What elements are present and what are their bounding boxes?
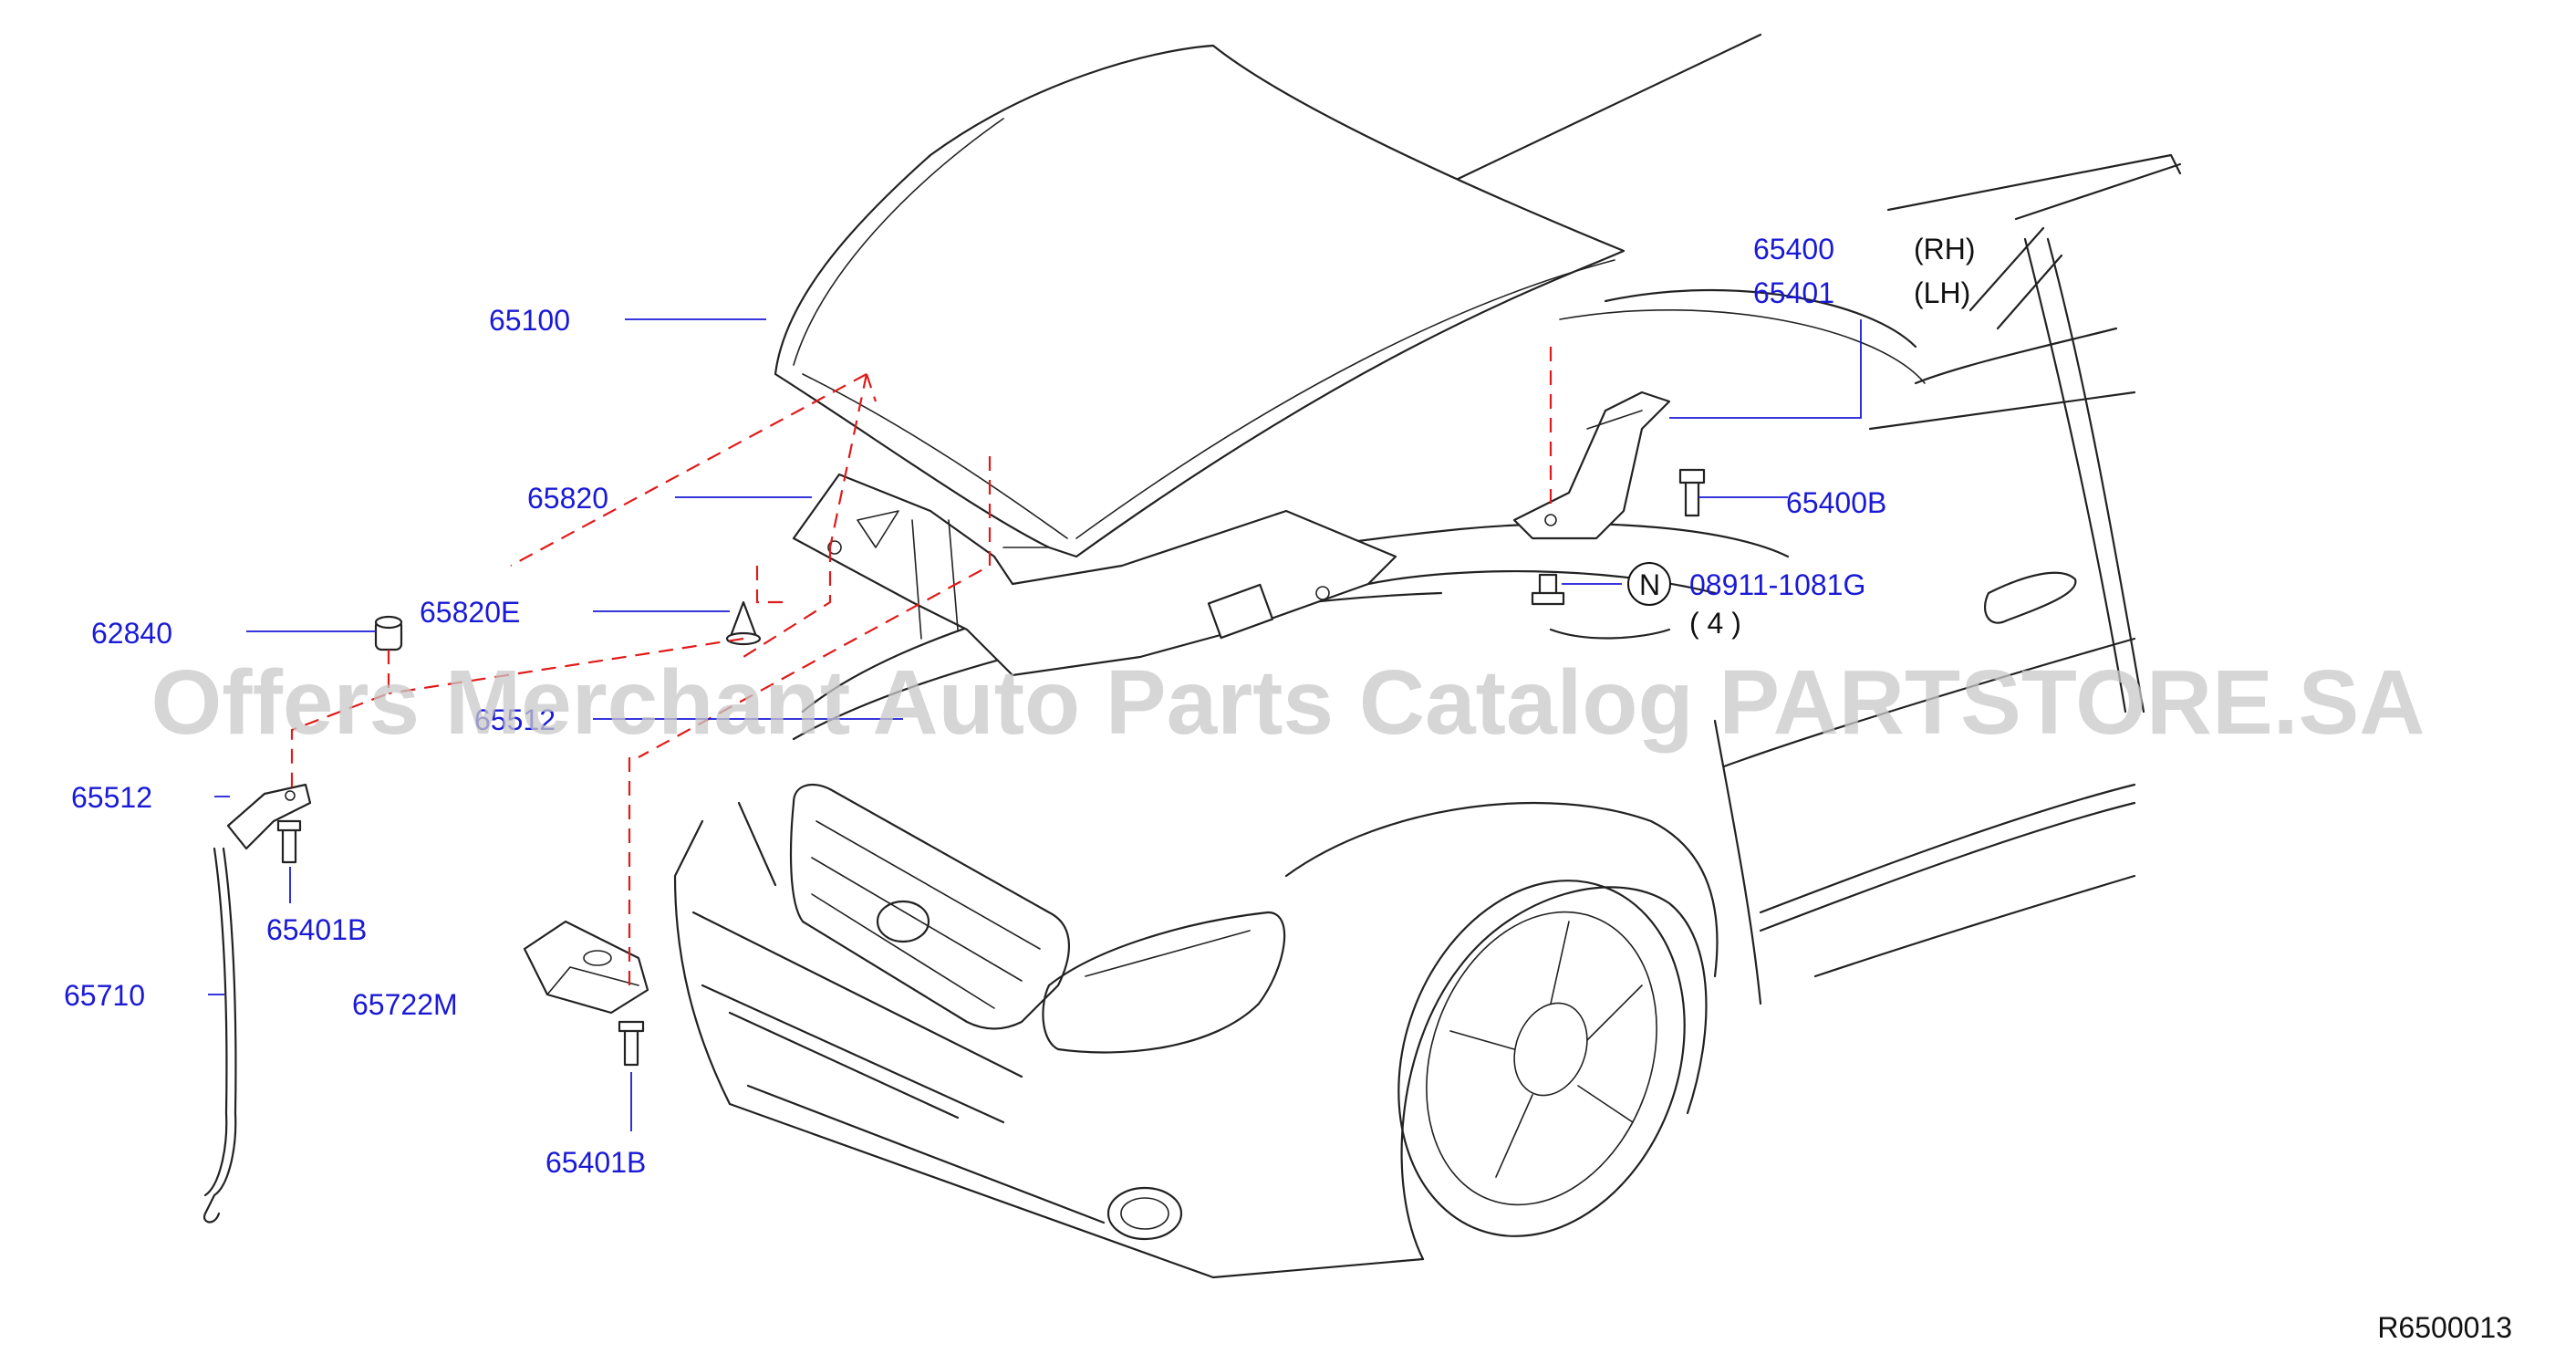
insulator-clip-65820E (725, 600, 762, 646)
label-65401[interactable]: 65401 (1753, 276, 1834, 309)
label-65512[interactable]: 65512 (71, 781, 152, 814)
bolt-65401B-lower (618, 1020, 645, 1067)
nut-08911-1081G (1531, 573, 1565, 606)
n-symbol: N (1639, 568, 1660, 601)
bolt-65401B-left (276, 819, 302, 864)
hood-hinge-65400 (1512, 391, 1671, 540)
label-65820E[interactable]: 65820E (420, 596, 520, 629)
label-65512-obscured[interactable]: 65512 (474, 703, 556, 736)
nut-leader-curve (1549, 628, 1671, 640)
bumper-rubber-62840 (374, 615, 403, 651)
label-65722M[interactable]: 65722M (352, 988, 458, 1021)
hood-striker-65722M (523, 920, 649, 1015)
label-65401B-lower[interactable]: 65401B (545, 1146, 646, 1179)
leader-lines (208, 318, 1862, 1131)
assembly-lines (290, 347, 1553, 995)
hood-panel (774, 44, 1626, 558)
label-65400-qualifier: (RH) (1914, 233, 1976, 266)
hood-stay-65512 (226, 783, 312, 850)
reference-code: R6500013 (2377, 1311, 2512, 1344)
watermark: Offers Merchant Auto Parts Catalog PARTS… (151, 651, 2425, 754)
n-symbol-circle (1627, 562, 1671, 606)
label-65401-qualifier: (LH) (1914, 276, 1970, 309)
label-65710[interactable]: 65710 (64, 979, 145, 1012)
hinge-bolt-65400B (1678, 468, 1706, 517)
label-65400[interactable]: 65400 (1753, 233, 1834, 266)
label-08911-qty: ( 4 ) (1689, 607, 1741, 640)
label-65820[interactable]: 65820 (527, 482, 608, 515)
label-65401B-left[interactable]: 65401B (266, 913, 367, 946)
label-62840[interactable]: 62840 (91, 617, 172, 650)
hood-insulator (792, 473, 1397, 677)
label-08911-1081G[interactable]: 08911-1081G (1689, 568, 1865, 601)
hood-support-rod-65710 (203, 847, 237, 1224)
label-65400B[interactable]: 65400B (1786, 486, 1886, 519)
label-65100[interactable]: 65100 (489, 304, 570, 337)
